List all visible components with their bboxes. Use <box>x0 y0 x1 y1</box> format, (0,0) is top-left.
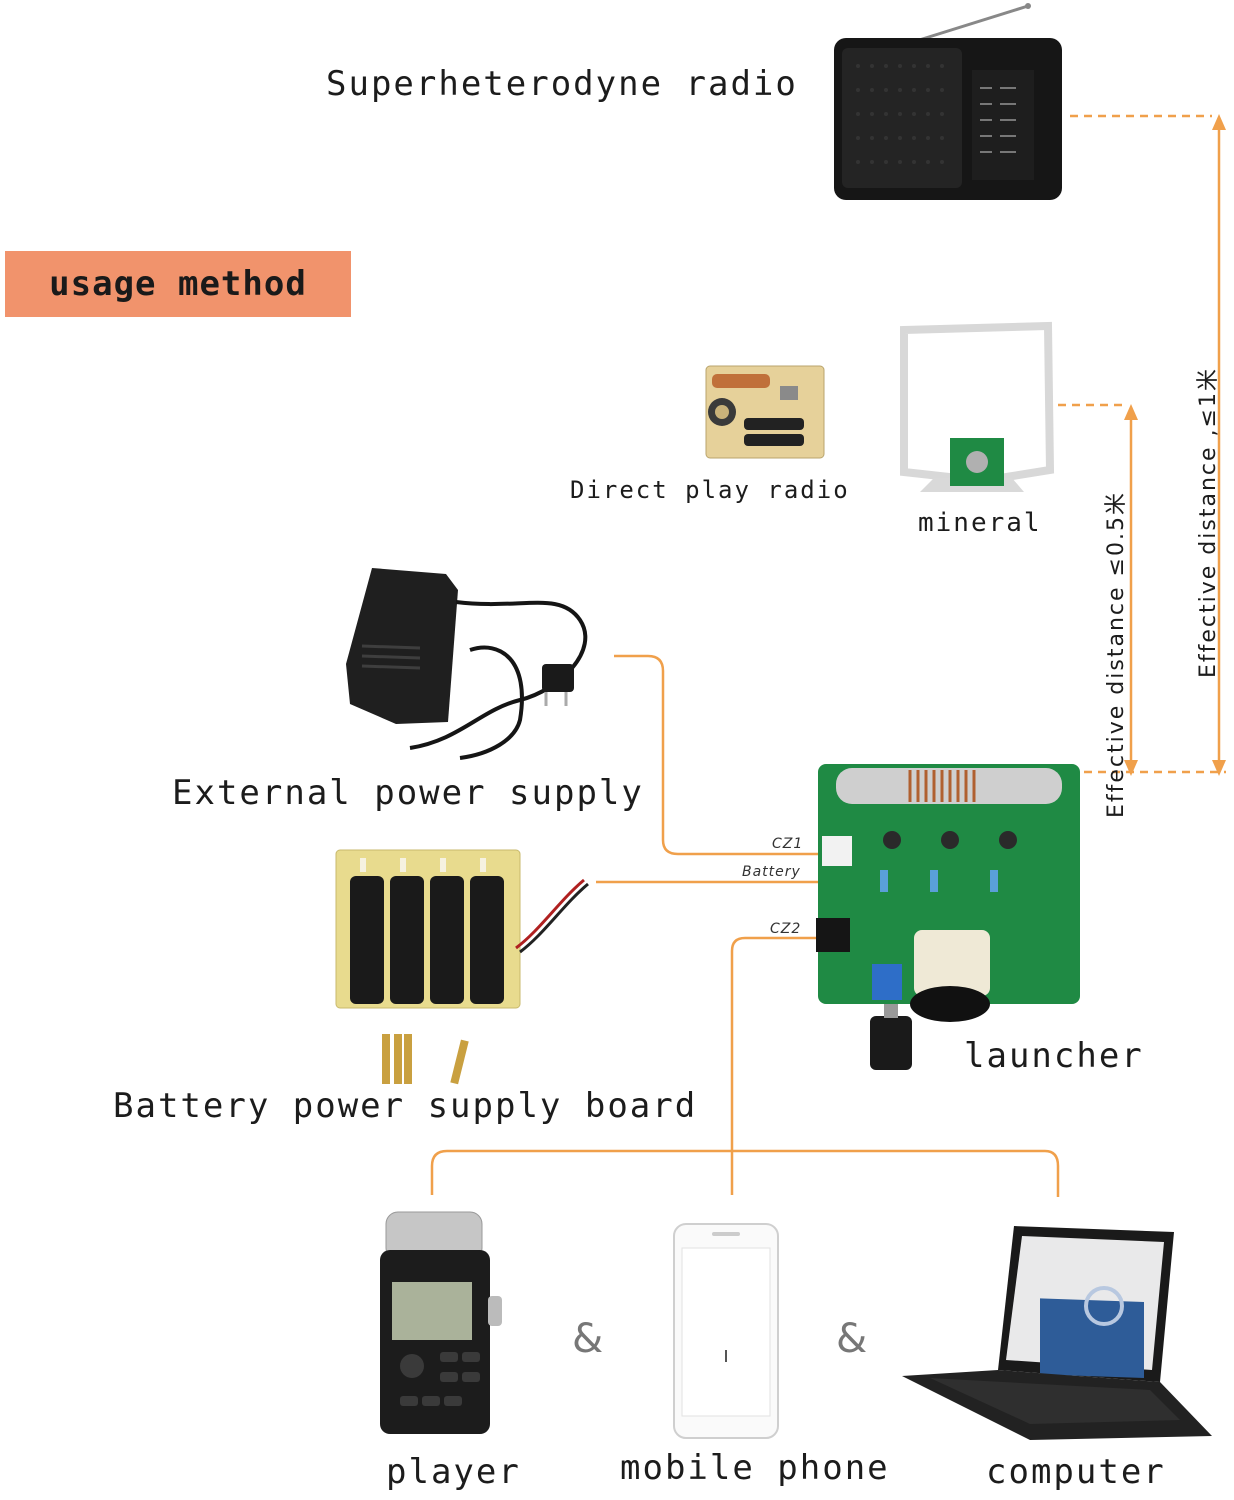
cz1-connector-label: CZ1 <box>772 836 804 852</box>
usage-method-title: usage method <box>49 264 307 304</box>
battery-power-supply-board-label: Battery power supply board <box>113 1086 698 1126</box>
launcher-label: launcher <box>964 1036 1144 1076</box>
mineral-effective-distance: Effective distance ≤0.5米 <box>1104 491 1129 818</box>
direct-play-radio-label: Direct play radio <box>570 476 850 504</box>
computer-label: computer <box>986 1452 1166 1492</box>
external-power-supply-label: External power supply <box>172 773 644 813</box>
superheterodyne-radio-label: Superheterodyne radio <box>326 64 798 104</box>
ampersand-separator: & <box>836 1316 868 1362</box>
ampersand-separator: & <box>572 1316 604 1362</box>
cz2-connector-label: CZ2 <box>770 921 802 937</box>
mineral-label: mineral <box>918 508 1042 538</box>
usage-method-badge: usage method <box>5 251 351 317</box>
mobile-phone-label: mobile phone <box>620 1448 890 1488</box>
player-label: player <box>386 1452 521 1492</box>
radio-effective-distance: Effective distance ,≤1米 <box>1196 367 1221 678</box>
battery-connector-label: Battery <box>742 864 801 880</box>
